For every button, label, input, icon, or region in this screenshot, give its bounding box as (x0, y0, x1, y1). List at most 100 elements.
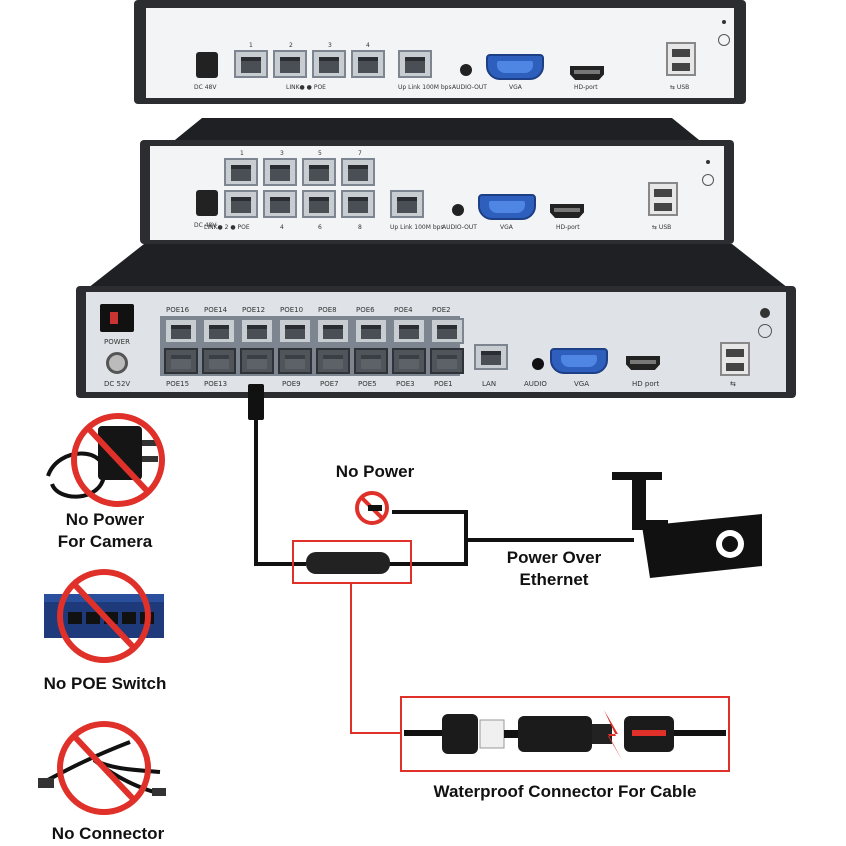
poe-port[interactable] (202, 348, 236, 374)
audio-jack[interactable] (532, 358, 544, 370)
audio-jack[interactable] (452, 204, 464, 216)
dc-jack (106, 352, 128, 374)
rj45-plug (248, 384, 264, 420)
poe-label: POE10 (280, 306, 304, 314)
dc-label: DC 52V (104, 380, 131, 388)
power-switch[interactable] (100, 304, 134, 332)
hdmi-port[interactable] (550, 204, 584, 218)
splitter-cable-icon (38, 721, 166, 815)
no-poe-switch-label: No POE Switch (43, 674, 167, 693)
no-power-camera-1: No Power (65, 510, 145, 529)
power-adapter-item (38, 406, 170, 510)
poe-port[interactable] (392, 348, 426, 374)
poe-port[interactable] (316, 348, 350, 374)
waterproof-label: Waterproof Connector For Cable (433, 782, 697, 801)
poe-label: POE5 (358, 380, 377, 388)
vga-label: VGA (509, 84, 522, 91)
connector-detail (404, 700, 726, 768)
cable (388, 562, 468, 566)
uplink-label: Up Link 100M bps (390, 224, 444, 231)
hdmi-port[interactable] (626, 356, 660, 370)
poe-port[interactable] (354, 348, 388, 374)
port-num: 7 (358, 150, 362, 157)
poe-link-label: LINK● ● POE (286, 84, 326, 91)
poe-port[interactable] (430, 348, 464, 374)
poe-label: POE1 (434, 380, 453, 388)
no-connector-label: No Connector (51, 824, 165, 843)
port-num: 3 (328, 42, 332, 49)
usb-port[interactable] (648, 182, 678, 216)
poe-port[interactable] (392, 318, 426, 344)
vga-port[interactable] (486, 54, 544, 80)
poe-port[interactable] (302, 190, 336, 218)
cable (254, 420, 258, 566)
ground-screw (718, 34, 730, 46)
poe-port[interactable] (430, 318, 464, 344)
vga-label: VGA (500, 224, 513, 231)
usb-label: ⇆ USB (652, 224, 672, 231)
cable (464, 538, 634, 542)
poe-port[interactable] (312, 50, 346, 78)
poe-port[interactable] (263, 190, 297, 218)
nvr-8ch-panel: DC 48V 1 3 5 7 LINK● 2 ● POE 4 6 8 Up Li… (150, 146, 724, 240)
poe-label: POE14 (204, 306, 228, 314)
poe-switch-item (38, 564, 170, 668)
callout-line (350, 732, 402, 734)
lan-port[interactable] (474, 344, 508, 370)
no-power-camera-2: For Camera (57, 532, 153, 551)
nvr-8ch-top (170, 118, 704, 144)
usb-label: ⇆ USB (670, 84, 690, 91)
uplink-label: Up Link 100M bps (398, 84, 452, 91)
waterproof-connector (306, 552, 390, 574)
usb-label: ⇆ (730, 380, 736, 388)
connector-highlight (292, 540, 412, 584)
port-num: 4 (366, 42, 370, 49)
port-num: 8 (358, 224, 362, 231)
usb-port[interactable] (666, 42, 696, 76)
dc-label: DC 48V (194, 222, 217, 229)
poe-port[interactable] (278, 318, 312, 344)
poe-label: POE12 (242, 306, 266, 314)
poe-label: POE6 (356, 306, 375, 314)
poe-port[interactable] (302, 158, 336, 186)
led (722, 20, 726, 24)
poe-label: POE3 (396, 380, 415, 388)
poe-port[interactable] (354, 318, 388, 344)
uplink-port[interactable] (398, 50, 432, 78)
callout-line (350, 584, 352, 734)
usb-port[interactable] (720, 342, 750, 376)
uplink-port[interactable] (390, 190, 424, 218)
poe-port[interactable] (164, 318, 198, 344)
poe-port[interactable] (224, 158, 258, 186)
vga-port[interactable] (550, 348, 608, 374)
poe-port[interactable] (273, 50, 307, 78)
hd-label: HD-port (556, 224, 580, 231)
poe-port[interactable] (164, 348, 198, 374)
nvr-4ch-panel: DC 48V 1 2 3 4 LINK● ● POE Up Link 100M … (146, 8, 734, 98)
poe-port[interactable] (202, 318, 236, 344)
poe-label: POE4 (394, 306, 413, 314)
poe-port[interactable] (278, 348, 312, 374)
poe-label: POE9 (282, 380, 301, 388)
camera-icon (612, 466, 772, 590)
poe-port[interactable] (263, 158, 297, 186)
poe-link-label: LINK● 2 ● POE (204, 224, 250, 231)
poe-port-connected[interactable] (240, 348, 274, 374)
port-num: 5 (318, 150, 322, 157)
poe-label: POE13 (204, 380, 228, 388)
poe-port[interactable] (341, 158, 375, 186)
hd-label: HD-port (574, 84, 598, 91)
poe-port[interactable] (240, 318, 274, 344)
poe-port[interactable] (224, 190, 258, 218)
vga-port[interactable] (478, 194, 536, 220)
poe-port[interactable] (234, 50, 268, 78)
ground-screw (758, 324, 772, 338)
poe-label: POE16 (166, 306, 190, 314)
hdmi-port[interactable] (570, 66, 604, 80)
cable (254, 562, 306, 566)
audio-jack[interactable] (460, 64, 472, 76)
poe-port[interactable] (316, 318, 350, 344)
poe-port[interactable] (351, 50, 385, 78)
dc-label: DC 48V (194, 84, 217, 91)
poe-port[interactable] (341, 190, 375, 218)
